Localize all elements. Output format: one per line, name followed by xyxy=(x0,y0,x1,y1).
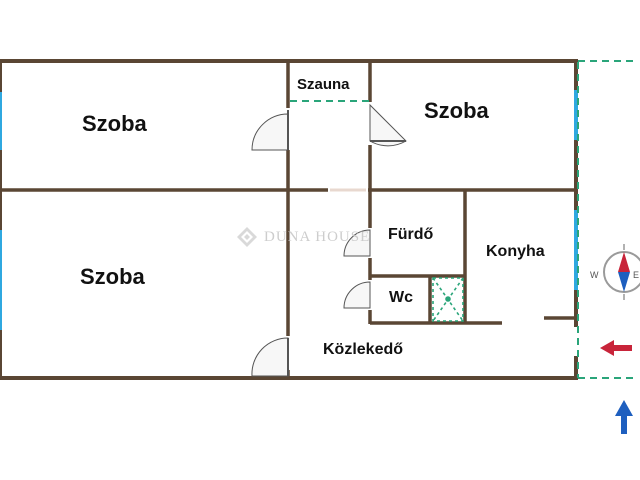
interior-walls xyxy=(0,61,576,378)
dashed-boundary-lines xyxy=(290,60,638,379)
room-label-szoba-bottom-left: Szoba xyxy=(80,264,145,289)
room-label-kozlekedo: Közlekedő xyxy=(323,341,404,358)
ventilation-shaft xyxy=(432,277,464,322)
compass-icon: W E xyxy=(590,244,640,300)
room-label-wc: Wc xyxy=(389,289,413,306)
room-label-furdo: Fürdő xyxy=(388,226,434,243)
entrance-arrow-icon xyxy=(600,340,632,356)
watermark: DUNA HOUSE xyxy=(236,226,370,248)
room-label-szoba-top-right: Szoba xyxy=(424,98,489,123)
windows xyxy=(0,90,578,330)
room-label-szauna: Szauna xyxy=(297,76,350,93)
room-label-szoba-top-left: Szoba xyxy=(82,111,147,136)
watermark-text: DUNA HOUSE xyxy=(264,228,371,245)
compass-west-label: W xyxy=(590,270,599,280)
compass-east-label: E xyxy=(633,270,639,280)
doors xyxy=(251,103,407,377)
duna-house-logo-icon xyxy=(237,227,257,247)
north-arrow-icon xyxy=(615,400,633,434)
room-label-konyha: Konyha xyxy=(486,243,545,260)
